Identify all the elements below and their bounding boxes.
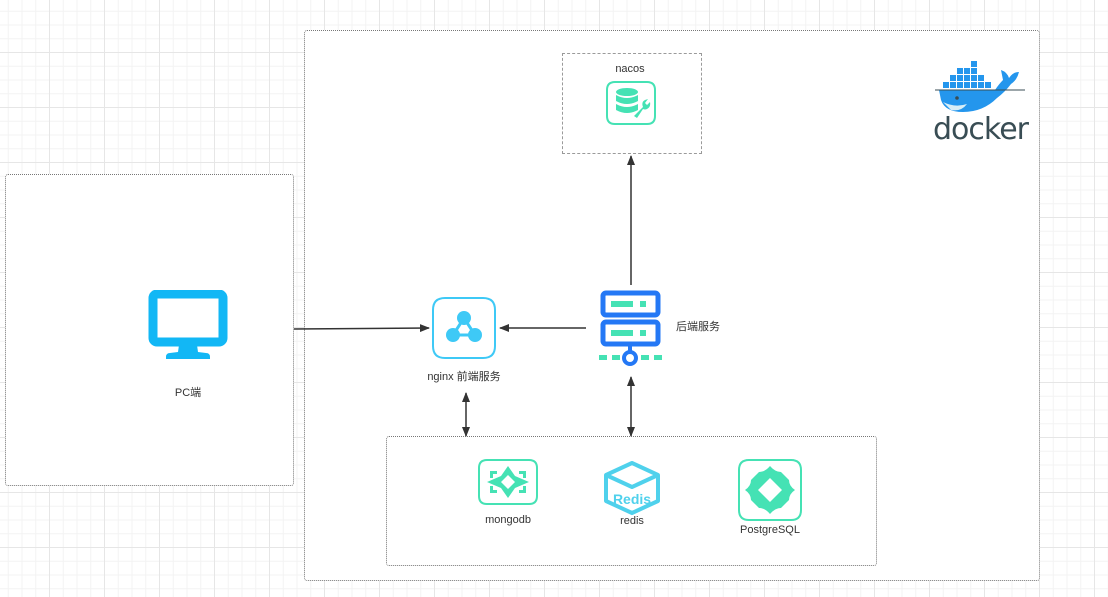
- docker-whale-icon: [935, 61, 1025, 112]
- redis-node[interactable]: Redis: [603, 461, 661, 515]
- server-icon: [599, 290, 662, 366]
- pc-node[interactable]: [148, 289, 228, 360]
- pc-label: PC端: [174, 387, 202, 399]
- redis-icon-text: Redis: [613, 491, 651, 507]
- nacos-label: nacos: [615, 63, 645, 75]
- postgresql-node[interactable]: [737, 458, 803, 522]
- redis-label: redis: [620, 515, 644, 527]
- mongodb-node[interactable]: [477, 458, 539, 506]
- redis-cube-icon: Redis: [604, 461, 660, 515]
- docker-wordmark: docker: [933, 112, 1029, 147]
- postgresql-icon: [738, 459, 802, 521]
- database-settings-icon: [606, 81, 656, 125]
- nginx-label: nginx 前端服务: [427, 371, 501, 383]
- backend-label: 后端服务: [676, 321, 720, 333]
- nginx-network-icon: [432, 297, 496, 359]
- mongodb-icon: [478, 459, 538, 505]
- postgresql-label: PostgreSQL: [740, 524, 800, 536]
- docker-logo: docker: [933, 58, 1029, 153]
- nginx-node[interactable]: [431, 296, 497, 360]
- backend-node[interactable]: [599, 290, 663, 368]
- nacos-node[interactable]: [605, 80, 657, 126]
- monitor-icon: [148, 289, 228, 359]
- mongodb-label: mongodb: [485, 514, 531, 526]
